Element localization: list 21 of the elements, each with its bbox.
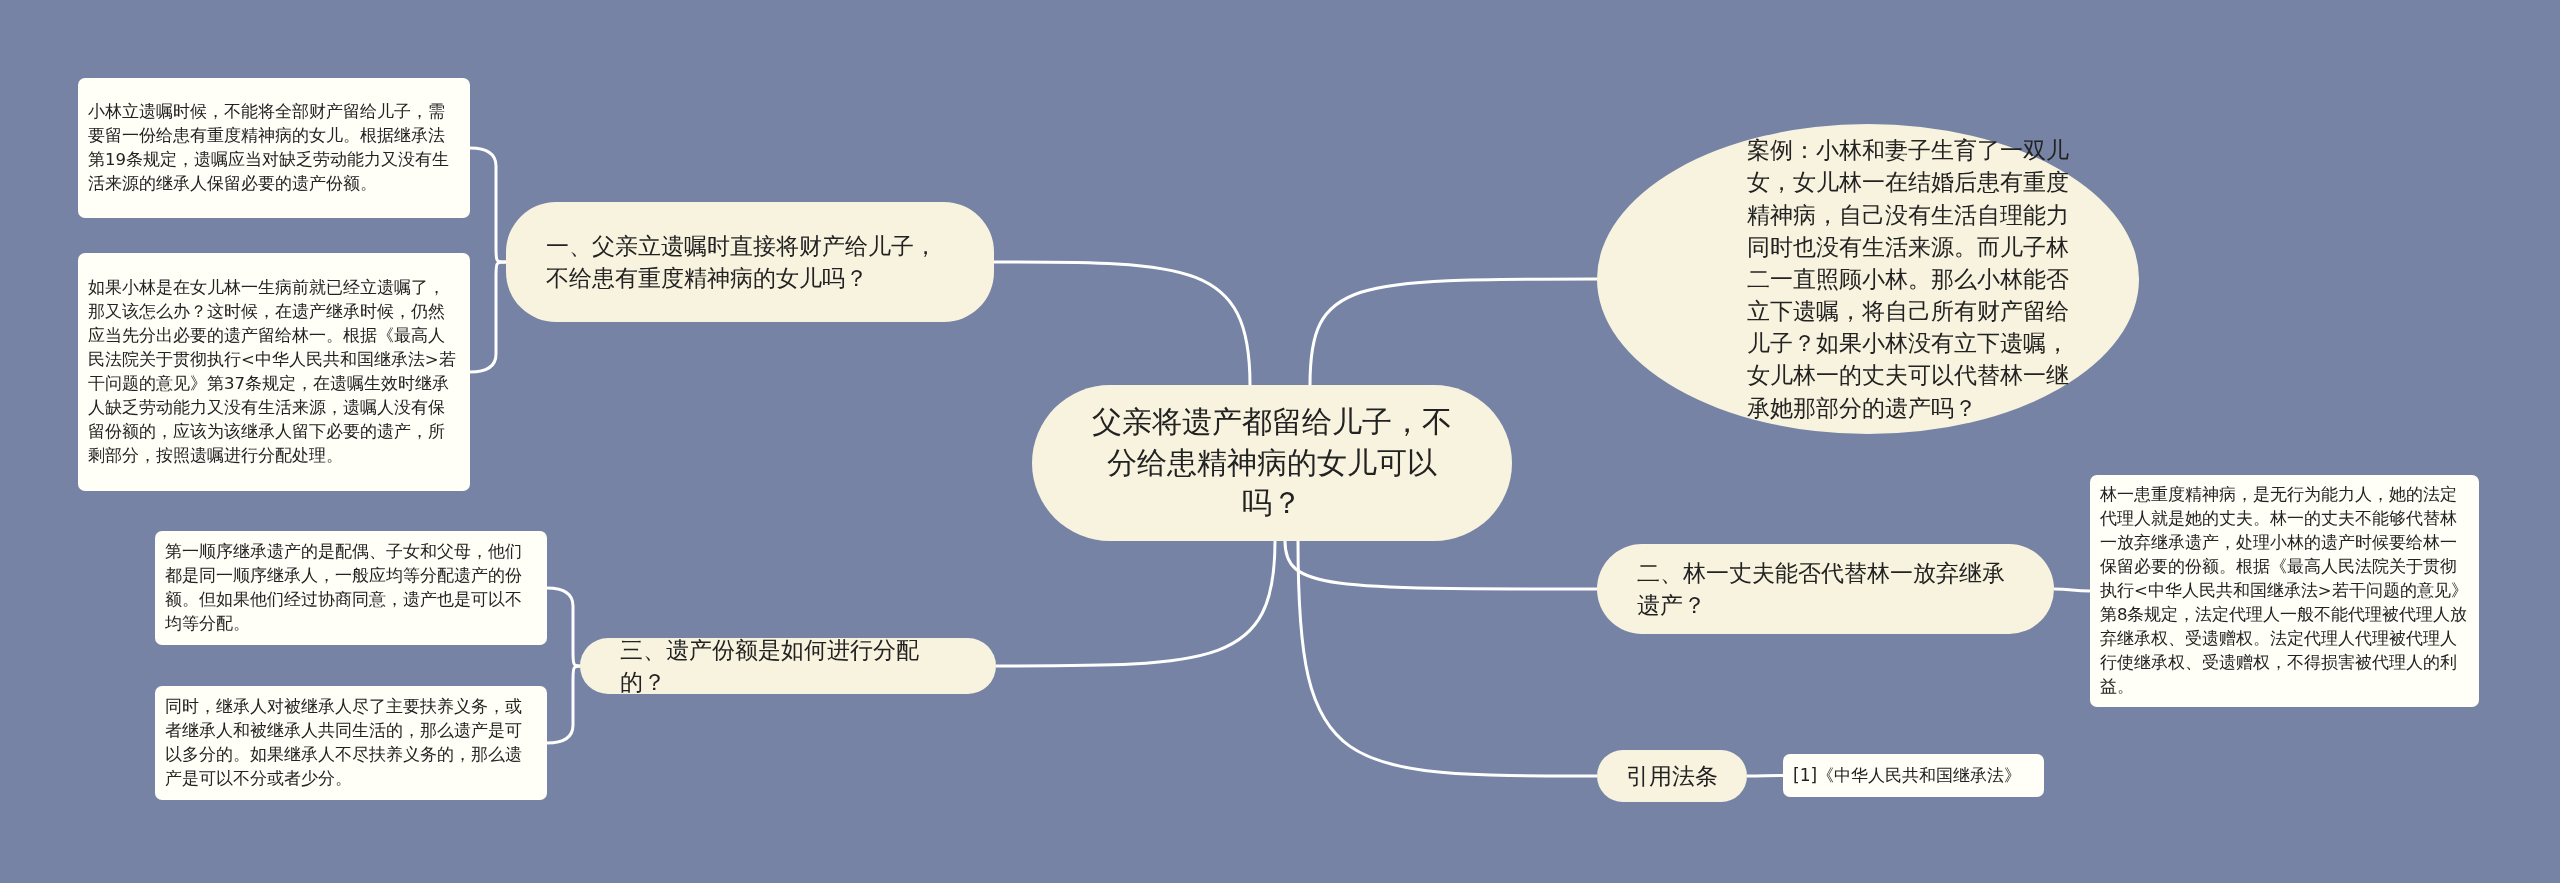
connector [2054, 587, 2090, 593]
connector [994, 260, 1252, 386]
central-topic: 父亲将遗产都留给儿子，不分给患精神病的女儿可以吗？ [1032, 385, 1512, 541]
topic-bubble: 三、遗产份额是如何进行分配的？ [580, 638, 996, 694]
case-bubble: 案例：小林和妻子生育了一双儿女，女儿林一在结婚后患有重度精神病，自己没有生活自理能力同时也没有生活来源。而儿子林二一直照顾小林。那么小林能否立下遗嘱，将自己所有财产留给儿子？如果小林没有立下遗嘱，女儿林一的丈夫可以代替林一继承她那部分的遗产吗？ [1597, 124, 2139, 434]
connector [1308, 277, 1597, 386]
connector [1747, 774, 1783, 778]
note-card: 林一患重度精神病，是无行为能力人，她的法定代理人就是她的丈夫。林一的丈夫不能够代替林一放弃继承遗产，处理小林的遗产时候要给林一保留必要的份额。根据《最高人民法院关于贯彻执行<中华人民共和国继承法>若干问题的意见》第8条规定，法定代理人一般不能代理被代理人放弃继承权、受遗赠权。法定代理人代理被代理人行使继承权、受遗赠权，不得损害被代理人的利益。 [2090, 475, 2479, 707]
reference-card: [1]《中华人民共和国继承法》 [1783, 754, 2044, 797]
note-card: 如果小林是在女儿林一生病前就已经立遗嘱了，那又该怎么办？这时候，在遗产继承时候，仍然应当先分出必要的遗产留给林一。根据《最高人民法院关于贯彻执行<中华人民共和国继承法>若干问题的意见》第37条规定，在遗嘱生效时继承人缺乏劳动能力又没有生活来源，遗嘱人没有保留份额的，应该为该继承人留下必要的遗产，所剩部分，按照遗嘱进行分配处理。 [78, 253, 470, 491]
connector [469, 146, 508, 264]
note-card: 第一顺序继承遗产的是配偶、子女和父母，他们都是同一顺序继承人，一般应均等分配遗产的份额。但如果他们经过协商同意，遗产也是可以不均等分配。 [155, 531, 547, 645]
topic-bubble: 引用法条 [1597, 750, 1747, 802]
connector [1296, 540, 1597, 778]
connector [469, 260, 508, 374]
topic-bubble: 一、父亲立遗嘱时直接将财产给儿子，不给患有重度精神病的女儿吗？ [506, 202, 994, 322]
note-card: 小林立遗嘱时候，不能将全部财产留给儿子，需要留一份给患有重度精神病的女儿。根据继承法第19条规定，遗嘱应当对缺乏劳动能力又没有生活来源的继承人保留必要的遗产份额。 [78, 78, 470, 218]
connector [1283, 540, 1597, 591]
note-card: 同时，继承人对被继承人尽了主要扶养义务，或者继承人和被继承人共同生活的，那么遗产是可以多分的。如果继承人不尽扶养义务的，那么遗产是可以不分或者少分。 [155, 686, 547, 800]
topic-bubble: 二、林一丈夫能否代替林一放弃继承遗产？ [1597, 544, 2054, 634]
connector [996, 540, 1277, 668]
